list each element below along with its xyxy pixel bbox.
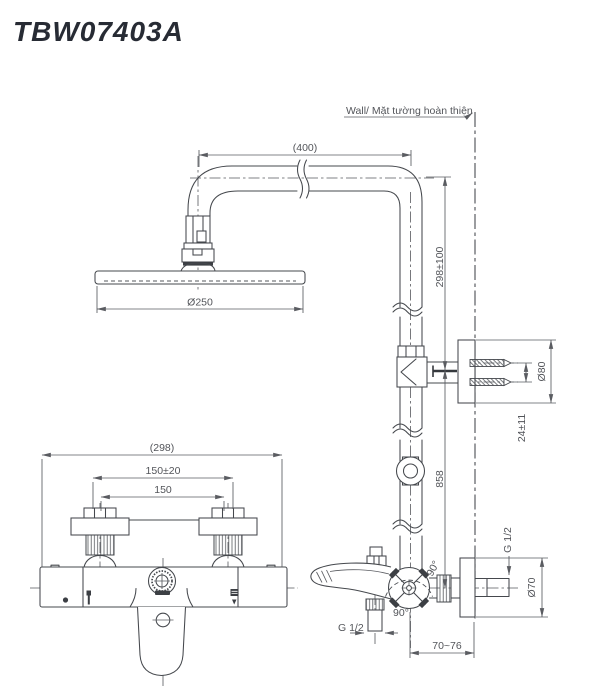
side-view: (400) Ø250 Wall/ Mặt tường hoàn thiện 29… [94,105,556,658]
dim-body-width: (298) [150,442,175,454]
shower-arm [187,159,423,347]
dimensions-side: (400) Ø250 Wall/ Mặt tường hoàn thiện 29… [96,105,556,658]
handshower-port [365,598,385,611]
front-view: (298) 150±20 150 [30,442,298,686]
valve-assembly [310,546,510,632]
diverter-knob [369,546,383,557]
spout-front [136,606,187,677]
pipe-break-lower [392,519,423,534]
mixer-body [39,564,288,677]
dim-angle-lower: 90° [393,607,409,619]
dim-head-diameter: Ø250 [187,297,213,309]
wall-bracket [457,339,513,404]
bracket-screw [469,359,505,367]
dim-screw-spacing: 24±11 [516,414,528,443]
dim-arm-height: 298±100 [434,246,446,287]
dim-bracket-diameter: Ø80 [536,361,548,381]
temp-marking [230,589,239,605]
lever-handle [155,590,170,595]
dim-wall-thread: G 1/2 [502,527,514,553]
supply-eccentrics [70,507,258,568]
product-code: TBW07403A [13,16,184,47]
dim-supply-spacing: 150 [154,484,172,496]
dim-wall-distance: 70~76 [432,640,462,652]
pipe-break-upper [392,302,423,317]
dim-arm-length: (400) [293,142,318,154]
dim-flange-diameter: Ø70 [526,577,538,597]
union-nut [436,574,452,603]
dim-outlet-thread: G 1/2 [338,622,364,634]
wall-flange [459,557,476,618]
bracket-screw [469,378,505,386]
bath-spout [310,562,392,600]
dim-riser-height: 858 [434,470,446,488]
check-screw [62,597,69,603]
union-nut [85,534,115,556]
shower-head [94,215,306,285]
pipe-break-arm [296,159,310,199]
riser-pipe [392,302,459,570]
wall-finish-label: Wall/ Mặt tường hoàn thiện [346,105,473,117]
dimensions-front: (298) 150±20 150 [41,442,283,567]
pipe-break-mid [392,423,423,438]
union-nut [213,534,243,556]
handle-sweep-arc [385,579,433,597]
dim-supply-tolerance: 150±20 [146,465,181,477]
